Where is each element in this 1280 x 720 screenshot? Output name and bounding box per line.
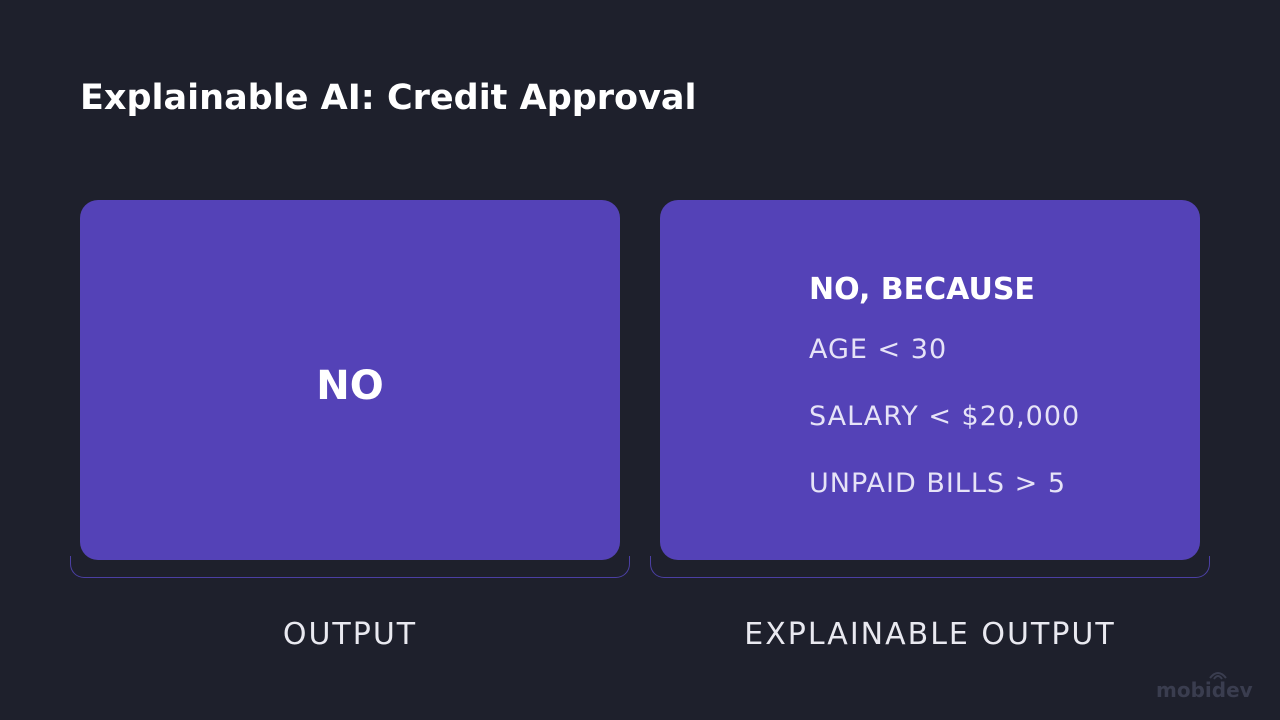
reason-salary: SALARY < $20,000 xyxy=(809,401,1081,432)
explainable-panel-underline xyxy=(650,556,1210,578)
explanation-block: NO, BECAUSE AGE < 30 SALARY < $20,000 UN… xyxy=(809,268,1080,531)
explanation-heading: NO, BECAUSE xyxy=(809,272,1035,307)
output-answer: NO xyxy=(316,363,384,409)
reason-age: AGE < 30 xyxy=(809,334,948,365)
reason-list: AGE < 30 SALARY < $20,000 UNPAID BILLS >… xyxy=(809,330,1080,504)
explainable-output-caption: EXPLAINABLE OUTPUT xyxy=(744,617,1116,652)
logo-wordmark: mobidev xyxy=(1156,678,1253,702)
signal-waves-icon xyxy=(1209,672,1227,680)
output-panel-underline xyxy=(70,556,630,578)
output-panel: NO xyxy=(80,200,620,560)
mobidev-logo: mobidev xyxy=(1156,668,1256,702)
output-caption: OUTPUT xyxy=(282,617,418,652)
reason-unpaid-bills: UNPAID BILLS > 5 xyxy=(809,468,1066,499)
slide-title: Explainable AI: Credit Approval xyxy=(80,78,697,118)
explainable-output-panel: NO, BECAUSE AGE < 30 SALARY < $20,000 UN… xyxy=(660,200,1200,560)
